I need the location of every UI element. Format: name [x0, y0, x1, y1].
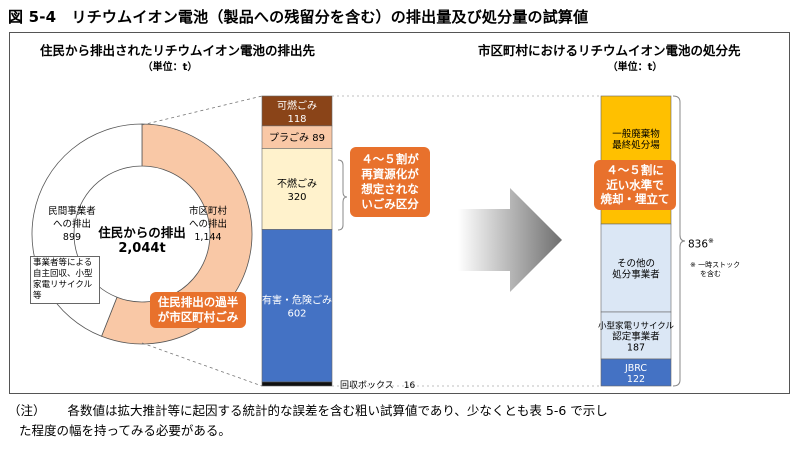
donut-center-value: 2,044t [118, 241, 166, 257]
bracket-note: ※ 一時ストック を含む [690, 261, 740, 280]
bar-segment-noncombustible-label: 不燃ごみ [277, 177, 317, 190]
private-detail-line2: 自主回収、小型 [33, 269, 93, 280]
callout-brace [337, 159, 348, 231]
disposal-segment-recycler-text: 認定事業者 [612, 331, 660, 343]
disposal-segment-other-text: その他の [617, 258, 655, 270]
total-bracket [672, 95, 686, 387]
slice-label-private-line1: 民間事業者 [48, 206, 96, 217]
slice-value-municipal: 1,144 [194, 231, 222, 243]
donut-chart-title: 住民から排出されたリチウムイオン電池の排出先 [40, 43, 316, 58]
private-detail-line1: 事業者等による [33, 258, 93, 268]
footnote-text-line2: た程度の幅を持ってみる必要がある。 [19, 423, 231, 438]
bar-segment-hazardous-value: 602 [287, 309, 306, 320]
donut-callout: 住民排出の過半 が市区町村ごみ [150, 292, 246, 328]
private-detail-box: 事業者等による 自主回収、小型 家電リサイクル等 [30, 256, 100, 305]
donut-unit-label: （単位：t） [142, 62, 198, 73]
collection-box-label: 回収ボックス 16 [340, 378, 415, 391]
bar-segment-combustible [261, 95, 333, 127]
disposal-segment-other-text: 処分事業者 [612, 269, 660, 281]
bracket-total: 836※ [688, 237, 714, 251]
connector-line-bottom [141, 342, 263, 387]
slice-label-private: 民間事業者 への排出 899 [42, 206, 102, 244]
bracket-note-line2: を含む [700, 270, 721, 279]
bar-callout-line3: 想定されな [361, 182, 419, 196]
municipal-waste-stacked-bar: 可燃ごみ 118 プラごみ 89 不燃ごみ 320 有害・危険ごみ 602 [261, 95, 333, 387]
donut-center-label: 住民からの排出 2,044t [72, 225, 212, 258]
collection-box-category: 回収ボックス [340, 381, 394, 391]
flow-arrow-icon [458, 188, 562, 292]
disposal-callout-line1: ４～５割に [606, 162, 664, 177]
disposal-segment-recycler [600, 311, 672, 360]
bar-segment-combustible-label: 可燃ごみ [277, 99, 317, 112]
bracket-total-value: 836 [688, 238, 709, 251]
donut-callout-line2: が市区町村ごみ [157, 310, 239, 324]
disposal-segment-landfill-text: 一般廃棄物 [612, 128, 660, 140]
disposal-segment-jbrc [600, 358, 672, 387]
bar-callout-line4: いごみ区分 [361, 196, 419, 211]
bar-callout: ４～５割が 再資源化が 想定されな いごみ区分 [350, 147, 430, 217]
disposal-callout-line2: 近い水準で [606, 177, 664, 192]
footnote-text-line1: 各数値は拡大推計等に起因する統計的な誤差を含む粗い試算値であり、少なくとも表 5… [67, 403, 608, 418]
slice-label-municipal-line2: への排出 [188, 218, 227, 230]
disposal-stacked-bar: 一般廃棄物最終処分場その他の処分事業者小型家電リサイクル認定事業者187JBRC… [598, 95, 675, 387]
donut-callout-line1: 住民排出の過半 [157, 295, 239, 310]
figure-title: 図 5-4 リチウムイオン電池（製品への残留分を含む）の排出量及び処分量の試算値 [8, 8, 589, 26]
disposal-segment-other [600, 223, 672, 313]
disposal-segment-jbrc-text: 122 [627, 374, 645, 385]
footnote-marker: （注） [8, 403, 46, 418]
bar-label-plastic: プラごみ 89 [269, 131, 325, 144]
slice-value-private: 899 [62, 231, 82, 243]
bar-segment-collection-box [261, 381, 333, 387]
donut-slice-municipal [101, 123, 253, 345]
disposal-segment-jbrc-text: JBRC [624, 363, 647, 374]
disposal-segment-recycler-text: 187 [627, 343, 645, 354]
slice-label-municipal: 市区町村 への排出 1,144 [178, 206, 238, 244]
bar-segment-hazardous-label: 有害・危険ごみ [262, 294, 332, 307]
private-detail-line3: 家電リサイクル等 [33, 280, 93, 302]
disposal-callout-line3: 焼却・埋立て [600, 192, 670, 207]
disposal-segment-landfill-text: 最終処分場 [612, 139, 660, 151]
disposal-callout: ４～５割に 近い水準で 焼却・埋立て [594, 160, 676, 210]
bar-segment-noncombustible-value: 320 [287, 192, 306, 203]
footnote: （注） 各数値は拡大推計等に起因する統計的な誤差を含む粗い試算値であり、少なくとも… [8, 401, 798, 441]
bar-segment-combustible-value: 118 [287, 114, 306, 125]
slice-label-private-line2: への排出 [52, 218, 91, 230]
bracket-note-line1: ※ 一時ストック [690, 261, 741, 269]
chart-panel [9, 32, 790, 394]
bracket-total-mark: ※ [708, 237, 714, 245]
bar-segment-noncombustible [261, 148, 333, 230]
disposal-segment-recycler-text: 小型家電リサイクル [598, 321, 675, 332]
donut-center-caption: 住民からの排出 [98, 225, 186, 240]
connector-line-top [141, 95, 263, 126]
bar-callout-line1: ４～５割が [361, 152, 419, 167]
collection-box-value: 16 [403, 381, 416, 391]
bar-callout-line2: 再資源化が [361, 167, 419, 182]
disposal-chart-title: 市区町村におけるリチウムイオン電池の処分先 [478, 43, 741, 58]
slice-label-municipal-line1: 市区町村 [188, 206, 227, 217]
bar-segment-hazardous [261, 229, 333, 383]
disposal-unit-label: （単位：t） [607, 62, 663, 73]
